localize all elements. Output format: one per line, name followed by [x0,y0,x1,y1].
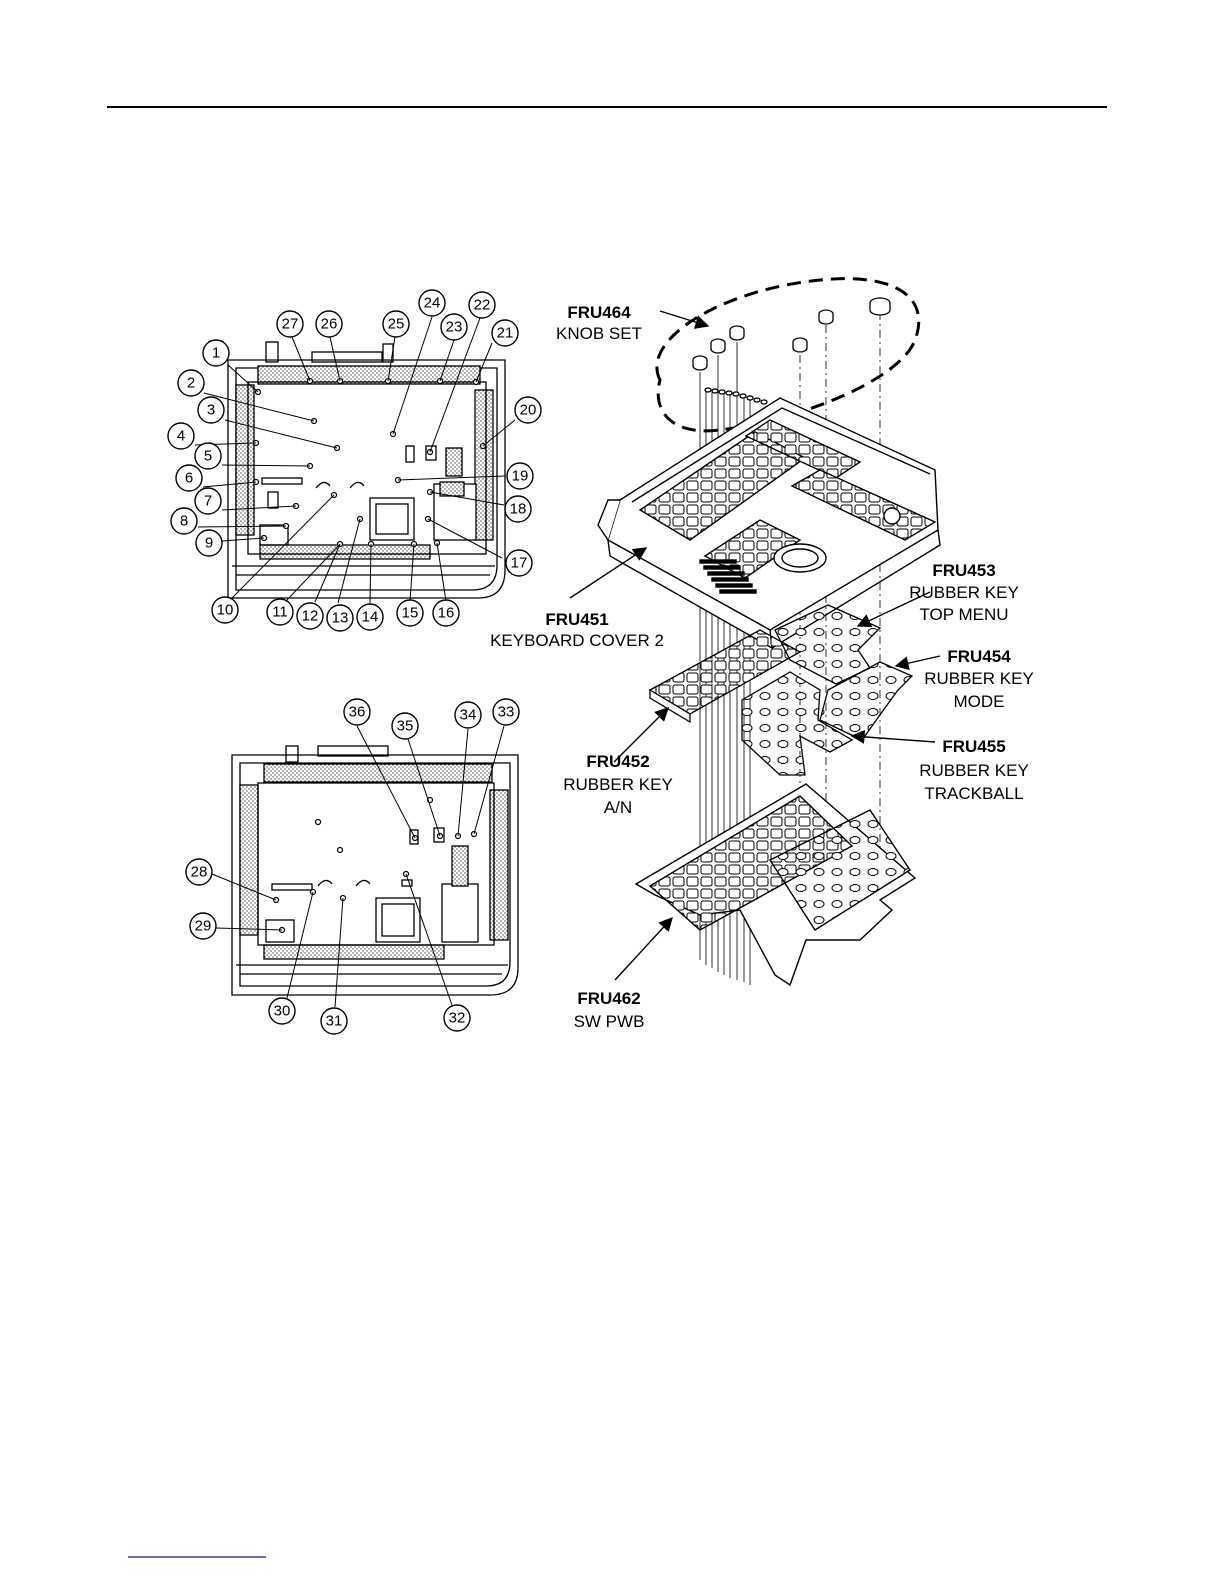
callout-label: 35 [397,718,414,735]
fru454-code: FRU454 [947,647,1011,666]
callout-label: 2 [187,375,195,392]
callout-label: 25 [388,316,405,333]
callout-label: 14 [362,609,379,626]
fru455-code: FRU455 [942,737,1005,756]
keyboard-cover [598,398,940,648]
callout-label: 26 [321,316,338,333]
fru462-code: FRU462 [577,989,640,1008]
fru462-name: SW PWB [574,1012,645,1031]
fru464-name: KNOB SET [556,324,642,343]
callout-label: 4 [177,428,185,445]
fru455-name1: RUBBER KEY [919,761,1029,780]
fru454-name2: MODE [954,692,1005,711]
callout-label: 31 [326,1013,343,1030]
callout-label: 17 [511,555,528,572]
callout-label: 34 [460,707,477,724]
callout-label: 29 [195,918,212,935]
callout-label: 9 [205,535,213,552]
callout-label: 10 [217,602,234,619]
fru453-name2: TOP MENU [919,605,1008,624]
fru453-name1: RUBBER KEY [909,583,1019,602]
callout-label: 8 [180,513,188,530]
callout-label: 32 [449,1010,466,1027]
callout-label: 16 [438,605,455,622]
fru455-name2: TRACKBALL [924,784,1023,803]
fru453-code: FRU453 [932,561,995,580]
callout-label: 5 [204,448,212,465]
callout-label: 23 [446,319,463,336]
sw-pwb-board [636,784,915,985]
callout-label: 20 [520,402,537,419]
callout-label: 28 [191,864,208,881]
panel-bottom-view [232,746,518,995]
fru451-code: FRU451 [545,610,608,629]
callout-label: 15 [402,605,419,622]
callout-label: 1 [212,345,220,362]
callout-label: 27 [282,316,299,333]
fru464-code: FRU464 [567,303,631,322]
callout-label: 36 [349,704,366,721]
callout-label: 19 [512,468,529,485]
fru452-code: FRU452 [586,752,649,771]
callout-label: 21 [497,325,514,342]
callout-label: 30 [274,1003,291,1020]
callout-label: 18 [510,501,527,518]
callout-label: 22 [474,297,491,314]
callout-label: 6 [185,470,193,487]
fru451-name: KEYBOARD COVER 2 [490,631,664,650]
callout-label: 3 [207,402,215,419]
callout-label: 33 [498,704,515,721]
callout-label: 11 [272,604,288,621]
callout-label: 7 [204,493,212,510]
fru452-name2: A/N [604,798,632,817]
fru452-name1: RUBBER KEY [563,775,673,794]
callout-label: 13 [332,610,349,627]
callout-label: 24 [424,295,441,312]
callout-label: 12 [302,608,319,625]
fru454-name1: RUBBER KEY [924,669,1034,688]
